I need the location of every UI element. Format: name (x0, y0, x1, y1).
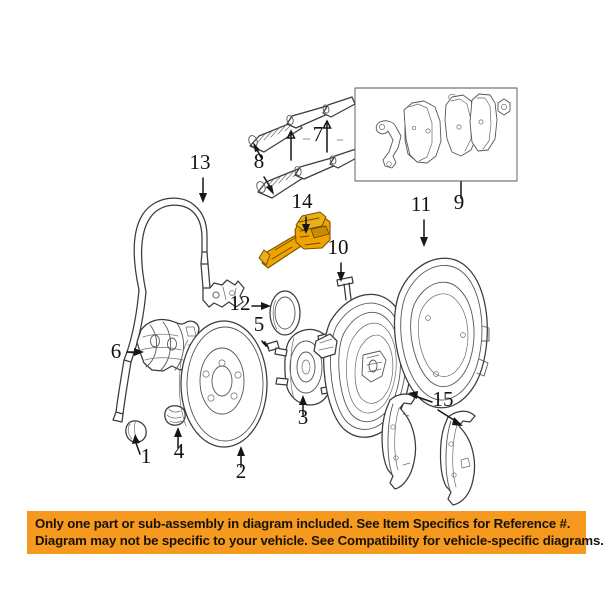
brake-pad-set-box (354, 87, 518, 182)
callout-number-7: 7 (313, 122, 324, 146)
callout-number-3: 3 (298, 405, 309, 429)
guide-pin-lower (294, 156, 339, 180)
guide-pin-right-upper (322, 96, 356, 118)
callout-number-8: 8 (254, 149, 265, 173)
part-4-bleeder-screw-cap (164, 405, 186, 426)
callout-number-14: 14 (292, 189, 314, 213)
part-14-parking-brake-lever-highlighted (258, 211, 331, 269)
part-15-parking-brake-shoes (381, 393, 476, 506)
callout-numbers: 1 2 3 4 5 6 7 8 9 10 11 12 13 14 15 (111, 122, 465, 483)
part-13-brake-hose (112, 197, 245, 423)
pad-anti-rattle-clip (375, 120, 402, 169)
callout-number-13: 13 (190, 150, 211, 174)
callout-number-5: 5 (254, 312, 265, 336)
callout-number-9: 9 (454, 190, 465, 214)
callout-number-11: 11 (411, 192, 431, 216)
pad-shim-washer (497, 98, 511, 116)
disclaimer-line-1: Only one part or sub-assembly in diagram… (35, 516, 571, 531)
disclaimer-banner: Only one part or sub-assembly in diagram… (27, 511, 604, 554)
callout-number-2: 2 (236, 459, 247, 483)
brake-pad-4 (469, 93, 498, 152)
callout-number-6: 6 (111, 339, 122, 363)
callout-leaders (126, 138, 463, 468)
brake-pad-2 (403, 100, 442, 164)
callout-number-15: 15 (433, 387, 454, 411)
callout-number-10: 10 (328, 235, 349, 259)
callout-number-4: 4 (174, 439, 185, 463)
part-11-rotor-splash-shield (393, 257, 490, 409)
parking-brake-shoe-right (439, 410, 476, 506)
callout-number-12: 12 (230, 291, 251, 315)
part-2-brake-rotor (179, 320, 268, 448)
disclaimer-line-2: Diagram may not be specific to your vehi… (35, 533, 604, 548)
parking-brake-shoe-left (381, 393, 417, 490)
callout-number-1: 1 (141, 444, 152, 468)
part-7-8-guide-pins-and-boots (248, 96, 363, 199)
part-12-hub-seal-ring (269, 290, 301, 336)
